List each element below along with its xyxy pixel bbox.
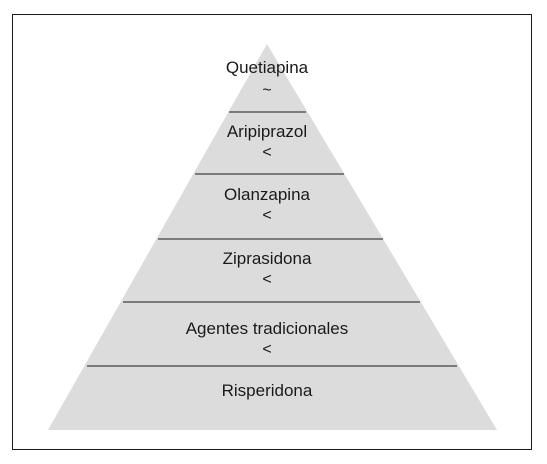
tier-label-5: Agentes tradicionales bbox=[185, 319, 349, 338]
tier-label-1: Quetiapina bbox=[225, 58, 309, 77]
tier-label-4: Ziprasidona bbox=[222, 249, 312, 268]
tier-symbol-2: < bbox=[262, 144, 272, 161]
pyramid-shape bbox=[48, 44, 497, 430]
tier-label-6: Risperidona bbox=[221, 381, 313, 400]
tier-symbol-5: < bbox=[262, 341, 272, 358]
tier-symbol-4: < bbox=[262, 271, 272, 288]
tier-symbol-1: ~ bbox=[262, 82, 272, 99]
tier-label-2: Aripiprazol bbox=[226, 122, 308, 141]
tier-label-3: Olanzapina bbox=[223, 185, 310, 204]
tier-symbol-3: < bbox=[262, 207, 272, 224]
